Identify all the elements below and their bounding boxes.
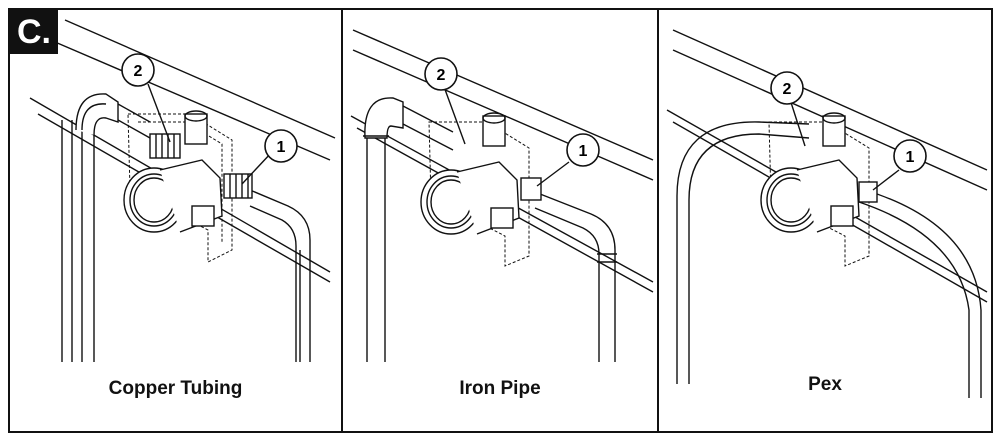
panel-copper-tubing: 2 1 Copper Tubing (10, 10, 341, 431)
callout-2-circle (770, 71, 804, 105)
panel-caption: Copper Tubing (108, 378, 243, 399)
pex-illustration: 2 1 (666, 29, 988, 398)
panel-divider (341, 8, 343, 433)
callout-2-circle (121, 53, 155, 87)
callout-1: 1 (906, 149, 915, 166)
iron-pipe-illustration: 2 1 (350, 29, 654, 362)
panel-caption: Pex (808, 374, 842, 395)
panel-iron-pipe: 2 1 Iron Pipe (343, 10, 657, 431)
callout-1-circle (566, 133, 600, 167)
callout-1: 1 (579, 143, 588, 160)
callout-1-circle (264, 129, 298, 163)
panel-divider (657, 8, 659, 433)
step-label: C. (10, 10, 58, 54)
callout-2: 2 (134, 63, 143, 80)
callout-1-circle (893, 139, 927, 173)
callout-1: 1 (277, 139, 286, 156)
callout-2: 2 (437, 67, 446, 84)
callout-2: 2 (783, 81, 792, 98)
panel-pex: 2 1 Pex (659, 10, 991, 431)
panel-caption: Iron Pipe (459, 378, 541, 399)
callout-2-circle (424, 57, 458, 91)
copper-tubing-illustration: 2 1 (29, 19, 336, 362)
